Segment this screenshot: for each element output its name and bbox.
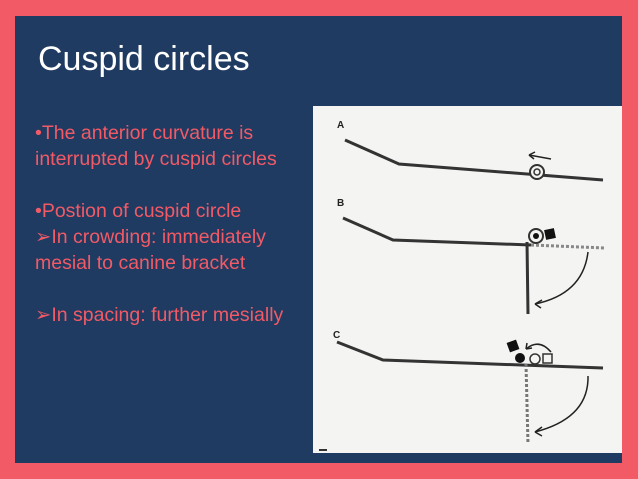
- panel-label-a: A: [337, 120, 344, 131]
- bullet-spacing: ➢In spacing: further mesially: [35, 304, 284, 326]
- slide-title: Cuspid circles: [38, 40, 250, 78]
- panel-label-b: B: [337, 198, 344, 209]
- bullet-position: •Postion of cuspid circle: [35, 200, 242, 222]
- bullet-list: •The anterior curvature is interrupted b…: [35, 120, 315, 328]
- panel-b-wire: [342, 216, 606, 315]
- panel-c-wire: [336, 339, 604, 445]
- slide: Cuspid circles •The anterior curvature i…: [15, 16, 622, 463]
- panel-a-wire: [344, 138, 604, 182]
- bullet-anterior-curvature: •The anterior curvature is interrupted b…: [35, 122, 277, 170]
- wire-bending-figure: A B C: [313, 106, 622, 453]
- bullet-crowding: ➢In crowding: immediately mesial to cani…: [35, 226, 266, 274]
- panel-label-c: C: [333, 330, 340, 341]
